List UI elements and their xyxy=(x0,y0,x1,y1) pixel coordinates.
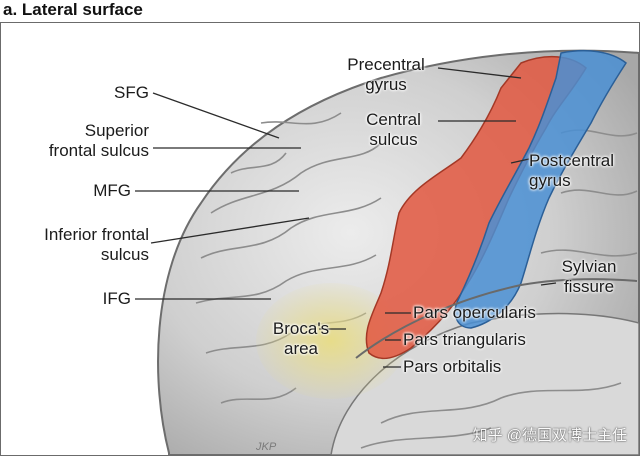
leader-lines xyxy=(135,67,557,368)
figure-title: a. Lateral surface xyxy=(3,0,143,19)
label-sylvian-fissure: Sylvian fissure xyxy=(561,257,617,296)
label-pars-orbitalis: Pars orbitalis xyxy=(403,357,502,376)
label-sfg: SFG xyxy=(114,83,149,102)
label-ifg: IFG xyxy=(102,289,131,308)
artist-signature: JKP xyxy=(256,441,277,453)
label-brocas-area: Broca's area xyxy=(272,319,330,358)
label-precentral-gyrus: Precentral gyrus xyxy=(347,55,425,94)
watermark: 知乎 @德国双博士主任 xyxy=(472,427,627,444)
label-central-sulcus: Central sulcus xyxy=(366,110,421,149)
header: a. Lateral surface xyxy=(0,0,640,22)
label-superior-frontal-sulcus: Superior frontal sulcus xyxy=(48,121,149,160)
sylvian-fissure-line xyxy=(355,278,638,359)
label-pars-opercularis: Pars opercularis xyxy=(413,303,536,322)
label-pars-triangularis: Pars triangularis xyxy=(403,330,526,349)
brain-illustration xyxy=(135,49,639,455)
label-mfg: MFG xyxy=(93,181,131,200)
brocas-area-region xyxy=(256,283,406,399)
figure-panel: SFG Superior frontal sulcus MFG Inferior… xyxy=(0,22,640,456)
label-inferior-frontal-sulcus: Inferior frontal sulcus xyxy=(44,225,149,264)
postcentral-gyrus-region xyxy=(454,49,627,329)
label-postcentral-gyrus: Postcentral gyrus xyxy=(529,151,615,190)
gyri-texture xyxy=(195,112,638,449)
